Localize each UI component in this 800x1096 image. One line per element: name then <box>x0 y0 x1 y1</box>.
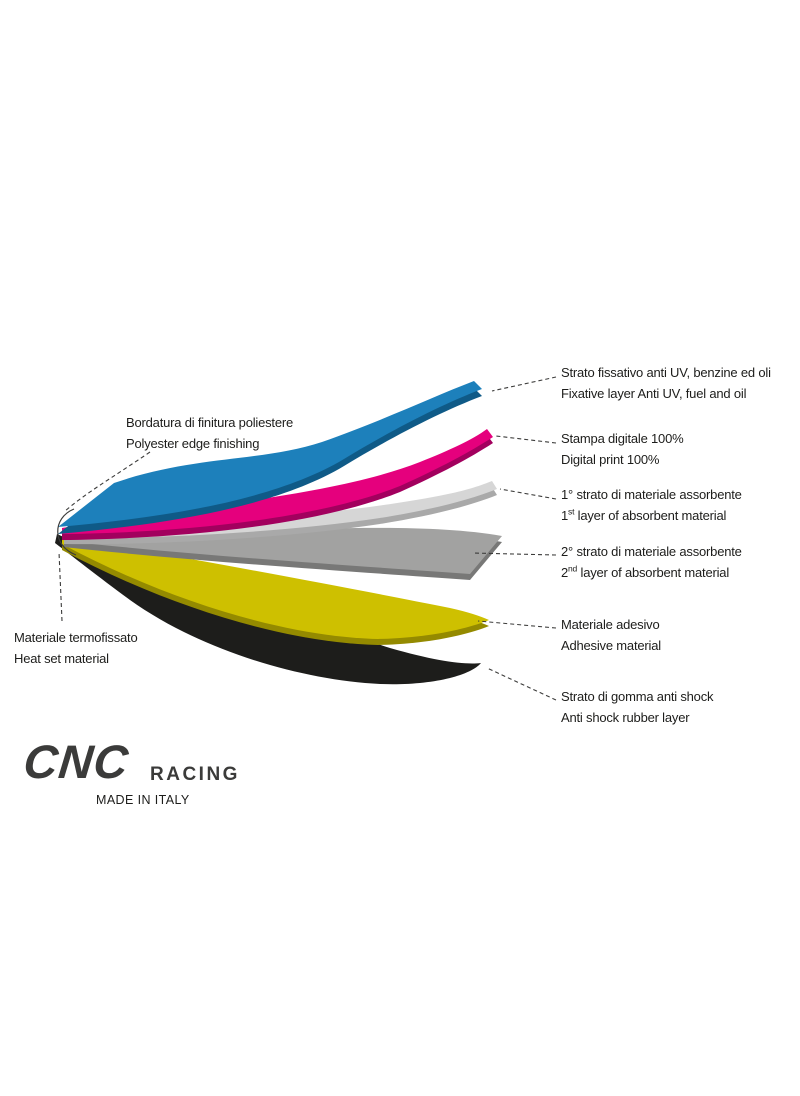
label-fixative-en: Fixative layer Anti UV, fuel and oil <box>561 383 800 404</box>
label-edge-finishing-en: Polyester edge finishing <box>126 436 260 451</box>
leader-absorbent2 <box>471 552 557 556</box>
en-text-2: layer of absorbent material <box>574 508 727 523</box>
leader-print <box>495 435 557 444</box>
label-fixative: Strato fissativo anti UV, benzine ed oli… <box>561 362 800 404</box>
fixative-layer-shape <box>58 381 482 527</box>
en-sup: nd <box>568 563 578 574</box>
en-text: 1 <box>561 508 569 523</box>
label-absorbent2-en: 2nd layer of absorbent material <box>561 562 800 583</box>
label-rubber-en: Anti shock rubber layer <box>561 707 800 728</box>
label-absorbent2-it: 2° strato di materiale assorbente <box>561 544 742 559</box>
en-text: Fixative layer Anti UV, fuel and oil <box>561 386 747 401</box>
logo-racing-text: RACING <box>150 764 240 785</box>
label-adhesive: Materiale adesivo Adhesive material <box>561 614 800 656</box>
label-edge-finishing-it: Bordatura di finitura poliestere <box>126 415 294 430</box>
label-rubber-it: Strato di gomma anti shock <box>561 689 714 704</box>
label-print: Stampa digitale 100% Digital print 100% <box>561 428 800 470</box>
leader-adhesive <box>477 620 557 629</box>
label-adhesive-en: Adhesive material <box>561 635 800 656</box>
leader-heat-set <box>58 551 63 622</box>
rubber-layer-shape <box>55 534 481 685</box>
en-text: Digital print 100% <box>561 452 660 467</box>
leader-edge-finishing <box>63 451 151 513</box>
en-text-2: layer of absorbent material <box>577 565 730 580</box>
label-edge-finishing: Bordatura di finitura poliestere Polyest… <box>126 412 293 454</box>
label-rubber: Strato di gomma anti shock Anti shock ru… <box>561 686 800 728</box>
en-sup: st <box>568 506 575 517</box>
leader-absorbent1 <box>499 488 557 500</box>
label-absorbent1-en: 1st layer of absorbent material <box>561 505 800 526</box>
label-heat-set-it: Materiale termofissato <box>14 630 138 645</box>
label-absorbent1: 1° strato di materiale assorbente 1st la… <box>561 484 800 526</box>
label-print-en: Digital print 100% <box>561 449 800 470</box>
label-absorbent2: 2° strato di materiale assorbente 2nd la… <box>561 541 800 583</box>
en-text: 2 <box>561 565 569 580</box>
leader-fixative <box>491 376 557 392</box>
logo-cnc-text: CNC <box>21 735 132 788</box>
leader-rubber <box>486 667 557 701</box>
label-fixative-it: Strato fissativo anti UV, benzine ed oli <box>561 365 771 380</box>
logo-made-in-italy: MADE IN ITALY <box>96 793 190 807</box>
en-text: Anti shock rubber layer <box>561 710 690 725</box>
label-heat-set-en: Heat set material <box>14 651 109 666</box>
en-text: Adhesive material <box>561 638 661 653</box>
cnc-racing-logo: CNC RACING MADE IN ITALY <box>21 735 304 814</box>
leader-lines <box>58 376 557 701</box>
label-print-it: Stampa digitale 100% <box>561 431 684 446</box>
adhesive-layer-shape <box>62 536 489 639</box>
edge-finishing-bracket <box>57 508 77 556</box>
label-adhesive-it: Materiale adesivo <box>561 617 660 632</box>
label-heat-set: Materiale termofissato Heat set material <box>14 627 138 669</box>
label-absorbent1-it: 1° strato di materiale assorbente <box>561 487 742 502</box>
